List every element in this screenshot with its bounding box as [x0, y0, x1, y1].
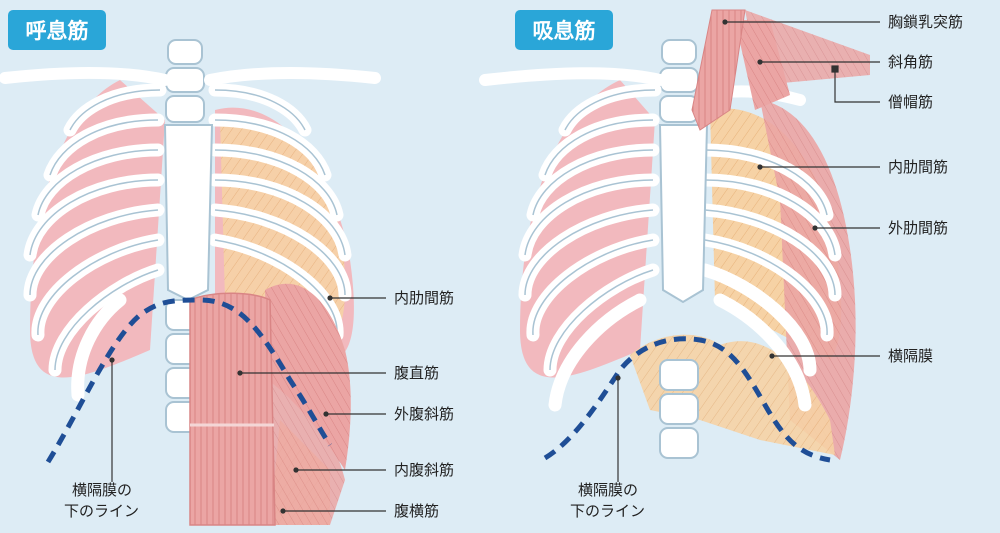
ribs-left-2-outline — [524, 89, 656, 371]
label-internal-intercostal-2: 内肋間筋 — [888, 158, 948, 176]
scalene-muscle — [735, 20, 790, 110]
clavicle-left — [0, 67, 171, 86]
diaphragm-lower-line-right — [543, 336, 831, 463]
label-trapezius: 僧帽筋 — [888, 93, 933, 111]
clavicle-left-2 — [479, 67, 666, 86]
inhalation-title-badge — [515, 10, 613, 50]
label-scalene: 斜角筋 — [888, 53, 933, 71]
right-leader-lines — [615, 19, 880, 482]
sternum — [163, 124, 214, 302]
external-oblique-muscle — [265, 283, 351, 470]
sternum-2 — [658, 124, 709, 304]
label-diaphragm-line-1-right: 横隔膜の — [578, 481, 638, 499]
sternocleidomastoid-muscle — [691, 9, 746, 131]
internal-oblique-muscle — [270, 380, 345, 525]
label-rectus-abdominis: 腹直筋 — [394, 364, 439, 382]
label-external-oblique: 外腹斜筋 — [394, 405, 454, 423]
rectus-abdominis-muscle — [189, 292, 276, 526]
label-diaphragm-line-2-right: 下のライン — [570, 502, 645, 520]
ribs-right-outline — [214, 89, 346, 336]
ribs-right-2-outline — [704, 149, 836, 336]
exhalation-title-badge — [8, 10, 106, 50]
left-leader-lines — [109, 295, 386, 514]
exhalation-title: 呼息筋 — [26, 19, 89, 43]
ribs-left-outline — [29, 89, 161, 371]
exhalation-panel: 呼息筋 内肋間筋 腹直筋 外腹斜筋 内腹斜筋 腹横筋 横隔膜の 下のライン — [0, 10, 454, 526]
label-internal-oblique: 内腹斜筋 — [394, 461, 454, 479]
label-sternocleidomastoid: 胸鎖乳突筋 — [888, 13, 963, 31]
label-external-intercostal: 外肋間筋 — [888, 219, 948, 237]
diaphragm-lower-line-left — [45, 297, 333, 464]
inhalation-panel: 吸息筋 胸鎖乳突筋 斜角筋 僧帽筋 内肋間筋 外肋間筋 横隔膜 横隔膜の 下のラ… — [479, 9, 963, 520]
label-transversus-abdominis: 腹横筋 — [394, 502, 439, 520]
label-diaphragm: 横隔膜 — [888, 347, 933, 365]
inhalation-title: 吸息筋 — [533, 19, 596, 43]
label-diaphragm-line-2: 下のライン — [64, 502, 139, 520]
clavicle-right — [204, 67, 381, 86]
label-diaphragm-line-1: 横隔膜の — [72, 481, 132, 499]
label-internal-intercostal: 内肋間筋 — [394, 289, 454, 307]
